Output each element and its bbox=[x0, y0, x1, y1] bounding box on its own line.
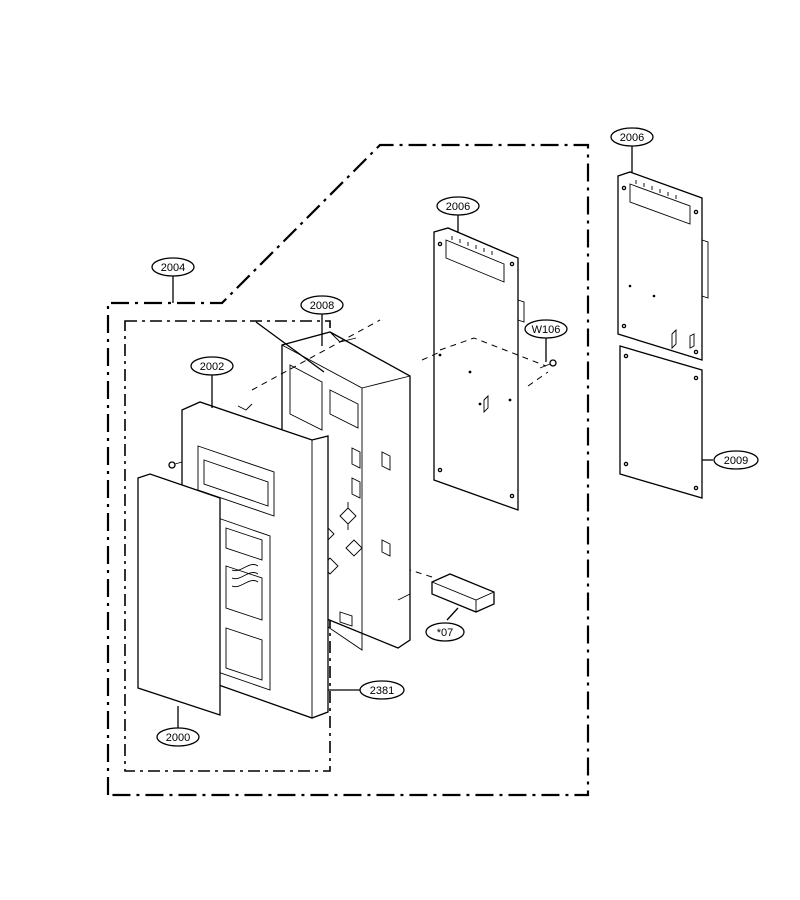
svg-text:W106: W106 bbox=[532, 324, 561, 336]
pcb-2006-right bbox=[617, 171, 709, 361]
svg-text:2006: 2006 bbox=[620, 132, 644, 144]
label-2381: 2381 bbox=[359, 680, 405, 700]
svg-text:2000: 2000 bbox=[166, 732, 190, 744]
insulation-sheet-2009 bbox=[619, 345, 703, 499]
label-2004: 2004 bbox=[151, 257, 195, 277]
svg-text:2009: 2009 bbox=[724, 455, 748, 467]
svg-text:2006: 2006 bbox=[446, 201, 470, 213]
leader-lines bbox=[172, 146, 713, 728]
svg-text:2381: 2381 bbox=[370, 685, 394, 697]
svg-text:2008: 2008 bbox=[310, 300, 334, 312]
alignment-lines bbox=[251, 319, 549, 578]
leader-housing bbox=[255, 321, 325, 373]
label-2000: 2000 bbox=[156, 727, 200, 747]
screw bbox=[168, 461, 183, 469]
pcb-2006-middle bbox=[433, 227, 525, 511]
membrane-panel-2000 bbox=[137, 473, 221, 716]
label-2009: 2009 bbox=[713, 450, 759, 470]
screw-w106 bbox=[539, 359, 557, 369]
label-w106: W106 bbox=[524, 319, 568, 339]
label-2008: 2008 bbox=[300, 295, 344, 315]
svg-text:2002: 2002 bbox=[200, 361, 224, 373]
assembly-boundary-2004 bbox=[106, 143, 590, 797]
label-2002: 2002 bbox=[190, 356, 234, 376]
svg-text:2004: 2004 bbox=[161, 262, 185, 274]
label-2006-middle: 2006 bbox=[436, 196, 480, 216]
label-2006-right: 2006 bbox=[610, 127, 654, 147]
svg-text:*07: *07 bbox=[437, 627, 454, 639]
part-07 bbox=[431, 573, 495, 613]
label-07: *07 bbox=[425, 622, 465, 642]
